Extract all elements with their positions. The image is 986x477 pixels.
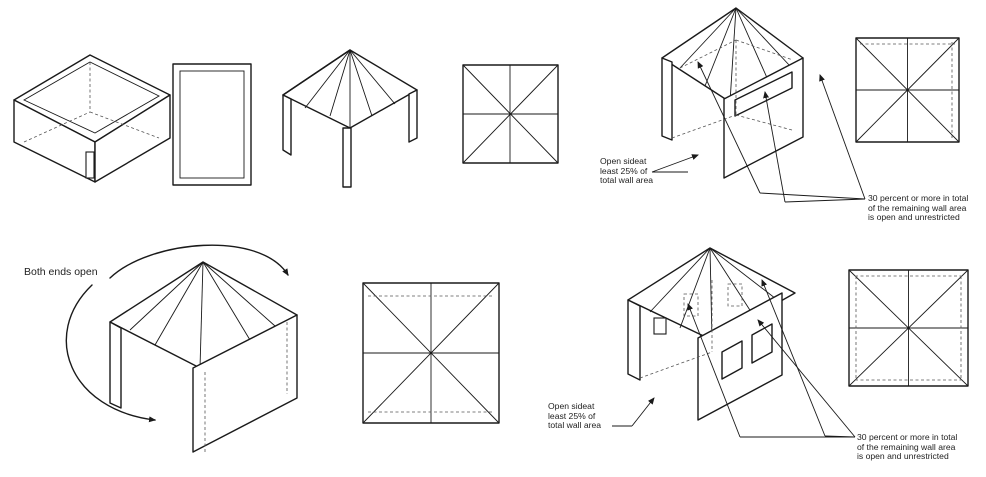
enclosed-box-isometric	[13, 54, 171, 183]
open-side-label-bottom: Open sideat least 25% of total wall area	[548, 401, 602, 431]
canopy-plan-view	[462, 64, 559, 164]
one-side-open-isometric	[651, 7, 866, 203]
one-side-open-plan-view	[855, 37, 960, 143]
openings-shelter-isometric	[612, 247, 856, 438]
wall-area-label-bottom: 30 percent or more in total of the remai…	[857, 432, 958, 462]
both-ends-open-isometric	[65, 244, 298, 453]
canopy-isometric	[282, 49, 418, 188]
both-ends-open-plan-view	[362, 282, 500, 424]
openings-shelter-plan-view	[848, 269, 969, 387]
wall-area-label-top: 30 percent or more in total of the remai…	[868, 193, 969, 223]
open-side-label-top: Open sideat least 25% of total wall area	[600, 156, 654, 186]
enclosed-plan-view	[172, 63, 252, 186]
both-ends-open-label: Both ends open	[24, 266, 98, 278]
